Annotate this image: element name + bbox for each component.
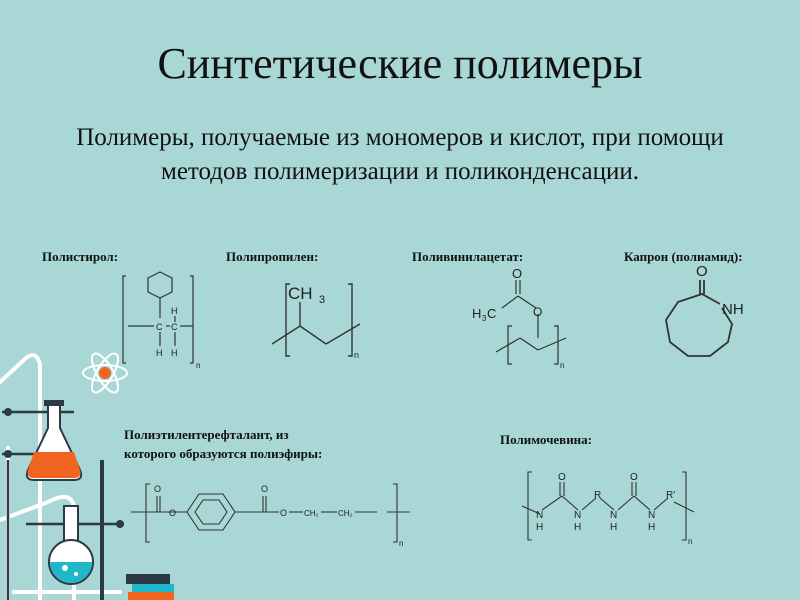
polypropylene-n: n [354,350,359,360]
polyurea-r: R [594,490,601,501]
polyvinyl-acetate-structure: O H 3 C O n [472,266,567,370]
polypropylene-ch3: CH [288,284,313,303]
slide-title: Синтетические полимеры [157,39,643,88]
pet-ch2b: CH₂ [338,509,353,518]
pet-o4: O [280,508,287,518]
polyurea-h2: H [574,522,581,533]
polystyrene-c2: C [171,322,178,332]
pva-h3c-sub: 3 [482,314,487,323]
capron-label: Капрон (полиамид): [624,249,743,264]
pet-ch2a: CH₂ [304,509,319,518]
polyurea-n1: N [536,510,543,521]
polyvinyl-acetate-label: Поливинилацетат: [412,249,524,264]
polystyrene-h3: H [171,348,178,358]
pva-n: n [560,361,564,370]
orange-flask-icon [25,400,83,481]
polyurea-h3: H [610,522,617,533]
polypropylene-structure: CH 3 n [271,283,361,360]
polyurea-structure: O O R R' N N N N H H H H n [521,471,695,546]
pva-o-top: O [512,266,522,281]
polystyrene-n: n [196,361,200,370]
pet-o3: O [169,508,176,518]
pva-h3c-h: H [472,306,481,321]
pet-n: n [399,539,403,548]
polypropylene-label: Полипропилен: [226,249,319,264]
capron-structure: O NH [665,263,744,357]
lab-glassware-illustration [0,353,174,600]
capron-o: O [696,263,708,280]
pet-structure: O O O O CH₂ CH₂ n [131,483,410,548]
polystyrene-c1: C [156,322,163,332]
pet-label-line2: которого образуются полиэфиры: [124,446,323,461]
slide-subtitle: Полимеры, получаемые из мономеров и кисл… [76,124,724,185]
polystyrene-h2: H [156,348,163,358]
polyurea-o1: O [558,472,566,483]
capron-nh: NH [722,301,744,318]
polystyrene-structure: C C H H H n [122,271,200,370]
polyurea-n4: N [648,510,655,521]
polypropylene-sub3: 3 [319,294,325,306]
polyurea-n2: N [574,510,581,521]
polyurea-r-prime: R' [666,490,675,501]
polystyrene-label: Полистирол: [42,249,119,264]
blue-flask-icon [48,505,94,585]
pet-o2: O [261,484,268,494]
polyurea-h4: H [648,522,655,533]
polystyrene-h1: H [171,306,178,316]
polyurea-h1: H [536,522,543,533]
pva-o-ring: O [533,305,542,319]
polyurea-n3: N [610,510,617,521]
polyurea-label: Полимочевина: [500,432,593,447]
polyurea-o2: O [630,472,638,483]
pet-label-line1: Полиэтилентерефталант, из [124,427,289,442]
pet-o1: O [154,484,161,494]
pva-h3c-c: C [487,306,496,321]
book-stack-icon [126,574,174,600]
polyurea-n: n [688,537,692,546]
atom-icon [82,352,128,394]
